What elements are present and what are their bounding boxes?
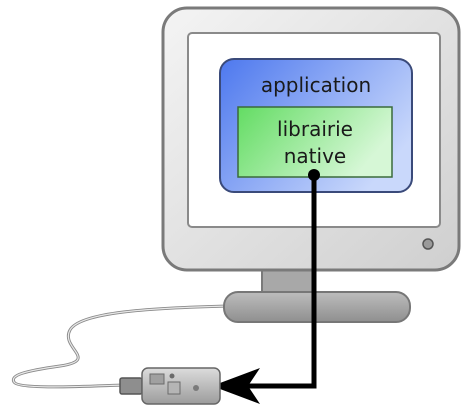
connector-dot [308, 169, 320, 181]
monitor-base [223, 291, 411, 323]
arrow-head-icon [212, 368, 260, 404]
connector-line [240, 175, 317, 389]
library-label-line2: native [284, 144, 346, 168]
library-label-line1: librairie [277, 117, 353, 141]
application-label: application [261, 73, 371, 97]
power-led-icon [422, 238, 434, 250]
usb-device-icon [119, 367, 221, 405]
